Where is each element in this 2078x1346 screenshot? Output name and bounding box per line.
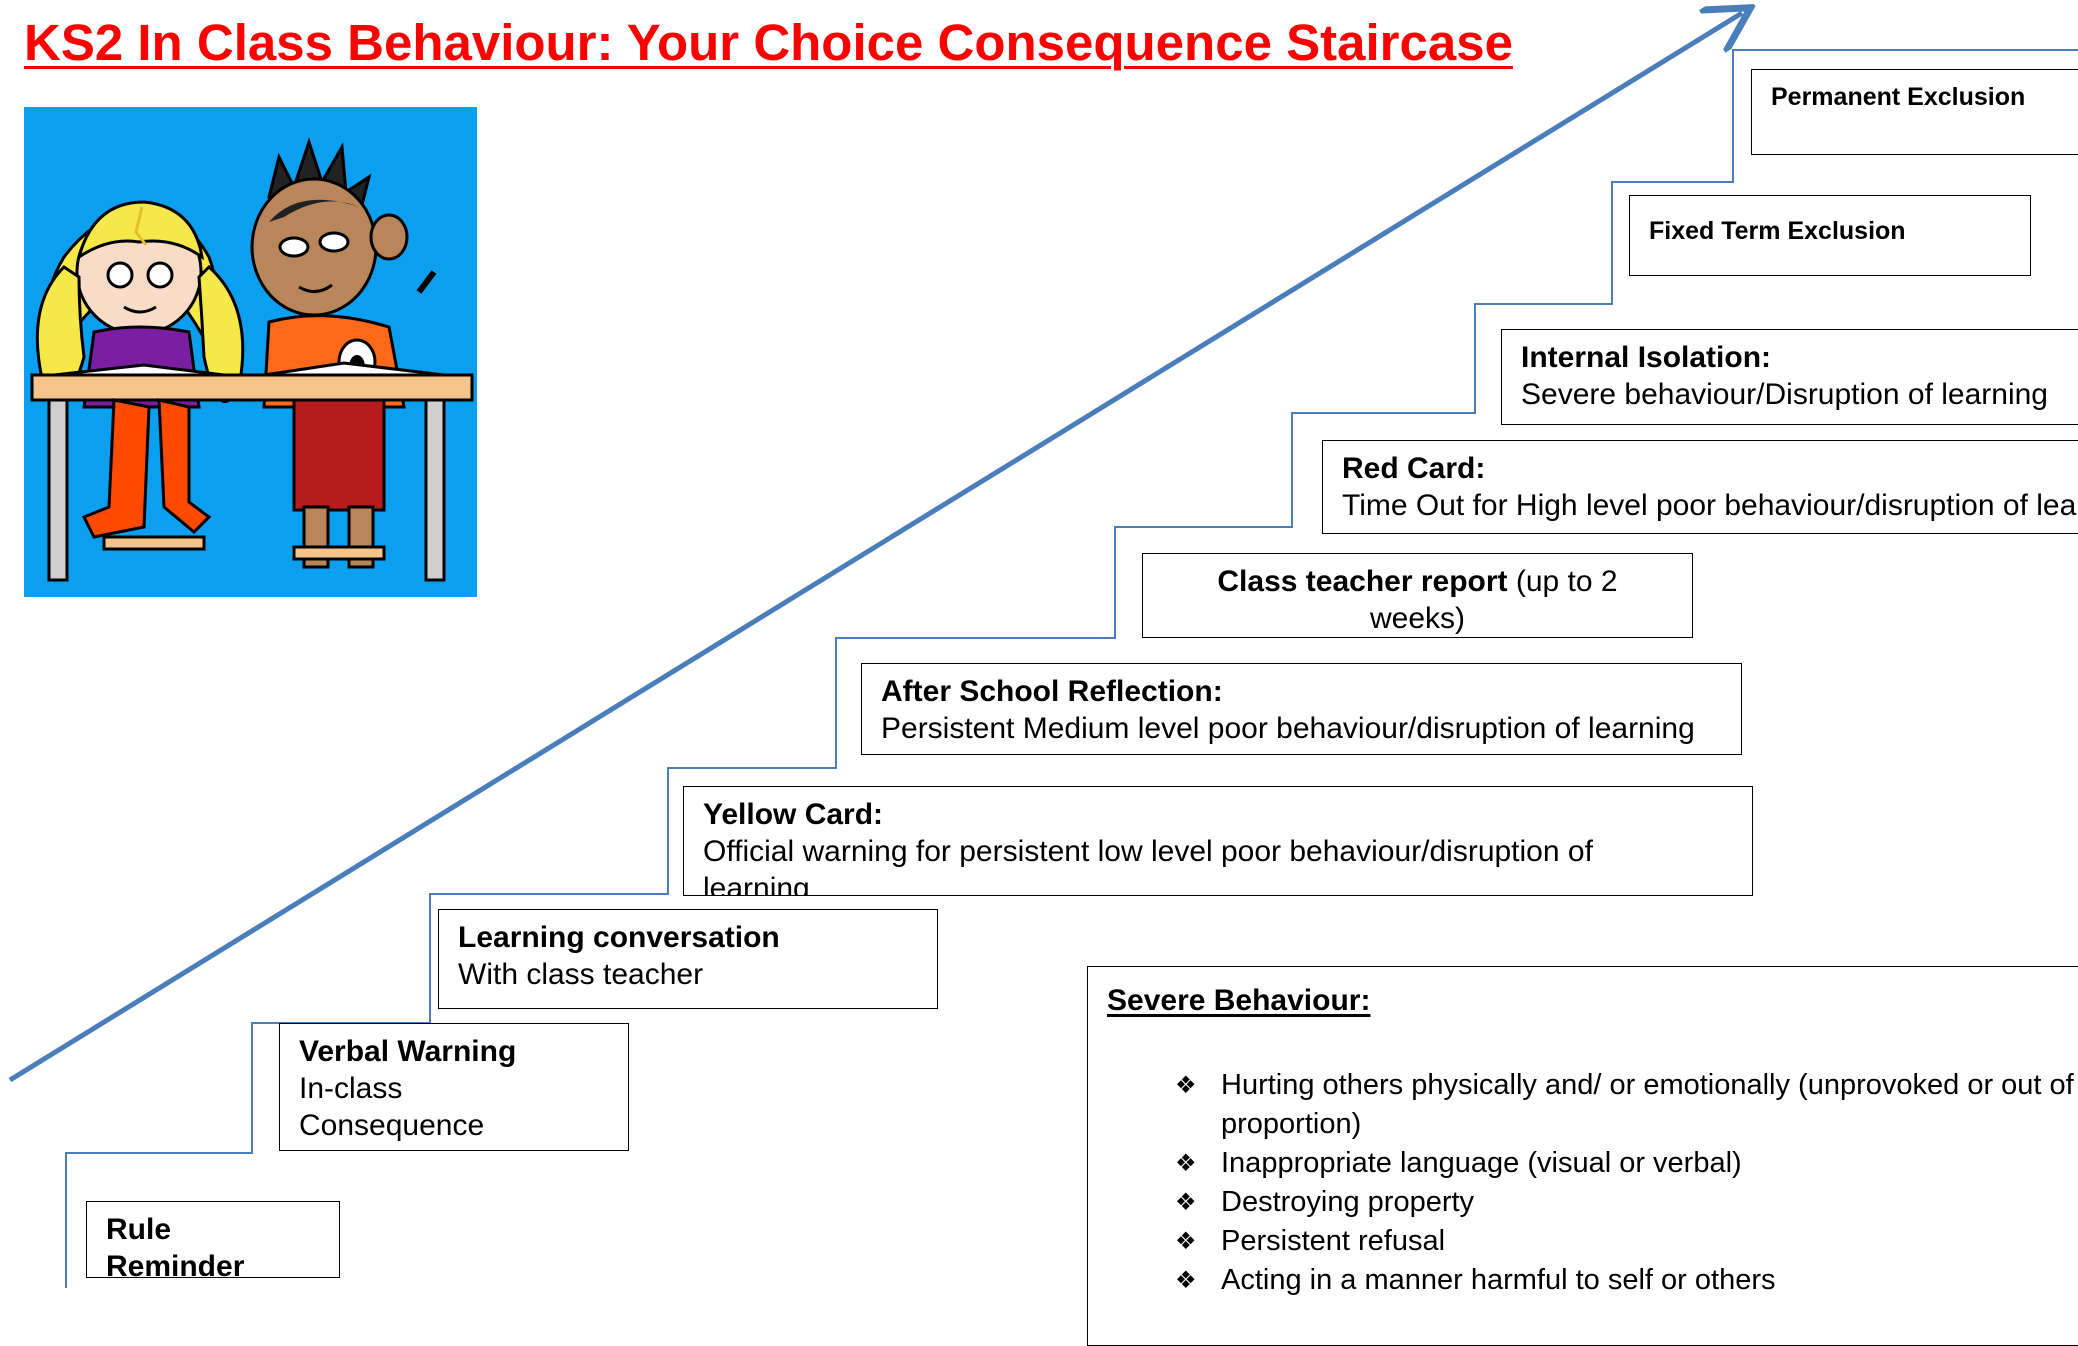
- step-detail: (up to 2 weeks): [1369, 565, 1618, 635]
- step-title: Learning conversation: [458, 921, 780, 954]
- step-title: Permanent Exclusion: [1771, 83, 2026, 111]
- step-rule-reminder: Rule Reminder: [86, 1201, 340, 1278]
- page-title: KS2 In Class Behaviour: Your Choice Cons…: [24, 14, 1513, 71]
- step-verbal-warning: Verbal Warning In-class Consequence: [279, 1023, 629, 1151]
- children-studying-illustration: [24, 107, 477, 597]
- step-detail: In-class Consequence: [299, 1072, 485, 1142]
- severe-behaviour-panel: Severe Behaviour: ❖ Hurting others physic…: [1087, 966, 2078, 1346]
- step-title: Yellow Card:: [703, 798, 884, 831]
- diamond-bullet-icon: ❖: [1175, 1150, 1197, 1177]
- list-item-text: Acting in a manner harmful to self or ot…: [1221, 1264, 1776, 1296]
- step-yellow-card: Yellow Card: Official warning for persis…: [683, 786, 1753, 896]
- list-item-text: Persistent refusal: [1221, 1225, 1446, 1257]
- step-title: Fixed Term Exclusion: [1649, 217, 1906, 245]
- step-title: Rule: [106, 1213, 172, 1246]
- list-item-text: Hurting others physically and/ or emotio…: [1221, 1069, 2074, 1140]
- list-item-text: Inappropriate language (visual or verbal…: [1221, 1147, 1742, 1179]
- list-item: ❖ Hurting others physically and/ or emoti…: [1175, 1066, 2078, 1144]
- diamond-bullet-icon: ❖: [1175, 1228, 1197, 1255]
- progression-arrow: [8, 13, 1742, 1083]
- list-item: ❖ Inappropriate language (visual or verba…: [1175, 1144, 2078, 1183]
- step-class-teacher-report: Class teacher report (up to 2 weeks): [1142, 553, 1693, 638]
- step-detail: Severe behaviour/Disruption of learning: [1521, 378, 2048, 411]
- step-title: Verbal Warning: [299, 1035, 517, 1068]
- severe-behaviour-title: Severe Behaviour:: [1107, 984, 1371, 1017]
- list-item: ❖ Acting in a manner harmful to self or o…: [1175, 1261, 2078, 1300]
- diamond-bullet-icon: ❖: [1175, 1189, 1197, 1216]
- step-red-card: Red Card: Time Out for High level poor b…: [1322, 440, 2078, 534]
- step-title: Internal Isolation:: [1521, 341, 1772, 374]
- step-detail: Reminder: [106, 1250, 245, 1278]
- step-fixed-term-exclusion: Fixed Term Exclusion: [1629, 195, 2031, 276]
- step-detail: With class teacher: [458, 958, 704, 991]
- step-detail: Persistent Medium level poor behaviour/d…: [881, 712, 1695, 745]
- step-permanent-exclusion: Permanent Exclusion: [1751, 69, 2078, 155]
- diamond-bullet-icon: ❖: [1175, 1267, 1197, 1294]
- step-after-school-reflection: After School Reflection: Persistent Medi…: [861, 663, 1742, 755]
- step-detail: Official warning for persistent low leve…: [703, 835, 1593, 896]
- step-internal-isolation: Internal Isolation: Severe behaviour/Dis…: [1501, 329, 2078, 425]
- step-title: After School Reflection:: [881, 675, 1223, 708]
- step-detail: Time Out for High level poor behaviour/d…: [1342, 489, 2078, 522]
- step-title: Class teacher report: [1217, 565, 1508, 598]
- step-learning-conversation: Learning conversation With class teacher: [438, 909, 938, 1009]
- list-item-text: Destroying property: [1221, 1186, 1475, 1218]
- diamond-bullet-icon: ❖: [1175, 1072, 1197, 1099]
- step-title: Red Card:: [1342, 452, 1486, 485]
- list-item: ❖ Destroying property: [1175, 1183, 2078, 1222]
- severe-behaviour-list: ❖ Hurting others physically and/ or emoti…: [1107, 1066, 2078, 1300]
- list-item: ❖ Persistent refusal: [1175, 1222, 2078, 1261]
